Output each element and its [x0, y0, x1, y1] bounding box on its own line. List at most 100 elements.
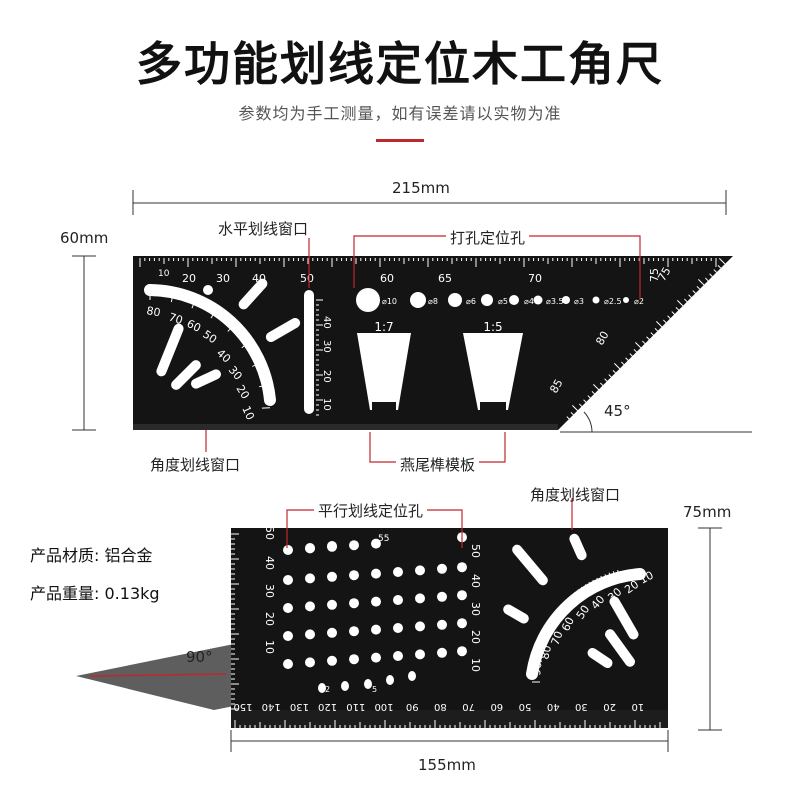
tool1-ratio-1: 1:7	[374, 320, 393, 334]
tool1-diag-tick	[646, 336, 650, 340]
tool1-diag-tick	[642, 340, 646, 345]
tool2-arc-scale-label: 10	[637, 569, 655, 587]
tool2-arc-scale-label: 90	[530, 661, 544, 676]
tool1-hole-label: ⌀4	[524, 297, 534, 306]
tool2-small-label-2: 2	[325, 685, 330, 694]
tool2-hole	[415, 621, 425, 632]
tool2-bottom-scale-label: 20	[603, 701, 616, 712]
tool2-bottom-scale-label: 120	[318, 701, 337, 712]
tool1-arc-tick	[227, 325, 234, 332]
tool2-bottom-scale-label: 70	[462, 701, 475, 712]
tool1-hole-label: ⌀2	[634, 297, 644, 306]
tool1-arc-tick	[188, 298, 192, 304]
tool1-arc-window	[144, 284, 276, 406]
tool1-diag-tick	[612, 370, 617, 374]
tool1-vertical-scale-label: 30	[321, 340, 332, 353]
tool2-arc-tick	[604, 574, 607, 579]
tool1-diag-tick	[587, 395, 591, 399]
tool2-arc-tick	[608, 572, 611, 577]
tool1-diag-tick	[571, 405, 579, 412]
tool1-arc-tick	[170, 294, 174, 303]
tool1-arc-scale-label: 60	[185, 317, 203, 335]
tool1-arc-tick	[184, 297, 187, 302]
tool1-arc-tick	[264, 393, 269, 396]
tool2-arc-tick	[538, 642, 543, 645]
tool2-arc-tick	[552, 614, 557, 618]
tool1-arc-scale-label: 80	[145, 304, 161, 319]
tool1-arc-scale-label: 20	[233, 383, 251, 402]
tool2-arc-tick	[545, 626, 550, 629]
tool2-arc-tick	[596, 577, 599, 582]
tool1-diag-tick	[663, 319, 667, 324]
tool1-arc-tick	[180, 296, 183, 301]
tool2-hole	[327, 541, 337, 551]
tool2-hole	[327, 655, 337, 666]
tool2-small-hole	[386, 675, 394, 685]
accent-divider	[376, 139, 424, 142]
tool2-hole	[457, 618, 467, 629]
tool1-hole	[592, 296, 600, 304]
tool2-hole	[371, 596, 381, 607]
tool1-top-scale-label: 50	[300, 272, 314, 285]
tool1-diag-tick	[634, 342, 642, 349]
tool2-hole	[437, 647, 447, 658]
tool1-arc-tick	[252, 362, 260, 367]
callout-parallel-holes: 平行划线定位孔	[314, 500, 428, 521]
tool1-diag-tick	[592, 384, 600, 391]
tool2-small-hole	[364, 679, 372, 689]
tool1-arc-tick	[197, 302, 200, 307]
tool2-hole	[305, 629, 315, 640]
tool2-arc-tick	[533, 663, 538, 666]
tool2-arc-tick	[540, 638, 549, 643]
tool1-diag-tick	[650, 332, 654, 336]
tool1-diag-tick	[629, 353, 633, 357]
tool1-top-scale-label: 30	[216, 272, 230, 285]
tool1-diag-tick	[696, 286, 701, 290]
tool1-vertical-scale-label: 10	[321, 398, 332, 411]
tool2-hole	[283, 659, 293, 669]
tool1-arc-tick	[242, 339, 246, 343]
tool1-diag-tick	[718, 258, 726, 265]
tool2-bottom-scale-label: 150	[233, 701, 252, 712]
tool2-hole	[327, 627, 337, 638]
tool2-hole	[457, 590, 467, 601]
tool1-hole	[623, 297, 629, 303]
tool1-arc-tick	[257, 366, 262, 370]
tool2-arc-tick	[543, 629, 548, 633]
tool2-hole	[371, 624, 381, 635]
tool1-arc-tick	[216, 313, 220, 318]
tool2-small-hole	[341, 681, 349, 691]
tool2-hole	[437, 563, 447, 574]
callout-horizontal-window: 水平划线窗口	[218, 220, 309, 238]
tool1-top-scale-label: 65	[438, 272, 452, 285]
tool2-arc-scale-label: 80	[538, 644, 554, 661]
tool1-hole	[562, 296, 570, 304]
tool2-hole	[283, 575, 293, 585]
tool2-hole	[393, 623, 403, 633]
tool2-bottom-scale-label: 40	[547, 701, 560, 712]
tool1-diag-tick	[608, 374, 612, 378]
tool2-hole	[437, 591, 447, 602]
tool2-hole	[283, 603, 293, 613]
tool1-arc-tick	[263, 389, 268, 391]
tool1-diag-tick	[654, 328, 659, 332]
tool2-hole	[457, 646, 467, 657]
tool2-arc-tick	[558, 607, 563, 611]
tool1-arc-tick	[251, 354, 256, 358]
tool2-arc-tick	[537, 646, 542, 649]
tool2-arc-tick	[534, 659, 543, 662]
tool2-left-scale-label: 30	[263, 584, 276, 598]
tool1-diag-tick	[684, 298, 688, 303]
tool2-right-scale-label: 10	[469, 658, 482, 672]
tool2-arc-tick	[567, 597, 571, 602]
tool1-diag-tick	[676, 300, 684, 307]
tool1-arc-tick	[176, 295, 178, 300]
tool1-diag-tick	[667, 315, 671, 319]
tool1-arc-tick	[205, 306, 208, 311]
tool2-hole	[349, 540, 359, 551]
tool2-hole	[327, 599, 337, 610]
tool2-arc-tick	[600, 575, 605, 584]
tool1-hole-label: ⌀6	[466, 297, 476, 306]
spec-material-value: 铝合金	[104, 546, 153, 565]
callout-hole-positions: 打孔定位孔	[446, 227, 530, 248]
